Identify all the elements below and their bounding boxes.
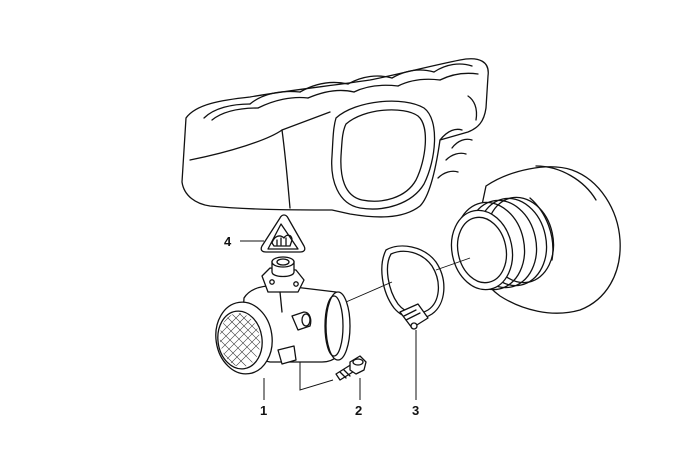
bolt[interactable] (335, 355, 367, 381)
callout-4: 4 (224, 234, 232, 249)
hand-warning-icon (271, 234, 293, 247)
leader-lines (240, 240, 417, 400)
callout-3: 3 (412, 403, 419, 418)
intake-boot[interactable] (444, 165, 621, 314)
callout-1: 1 (260, 403, 267, 418)
hose-clamp[interactable] (381, 245, 445, 330)
alignment-lines (345, 257, 471, 303)
air-filter-housing[interactable] (181, 58, 489, 218)
callout-2: 2 (355, 403, 362, 418)
mass-air-flow-sensor[interactable] (194, 256, 351, 384)
warning-label[interactable] (260, 214, 306, 253)
